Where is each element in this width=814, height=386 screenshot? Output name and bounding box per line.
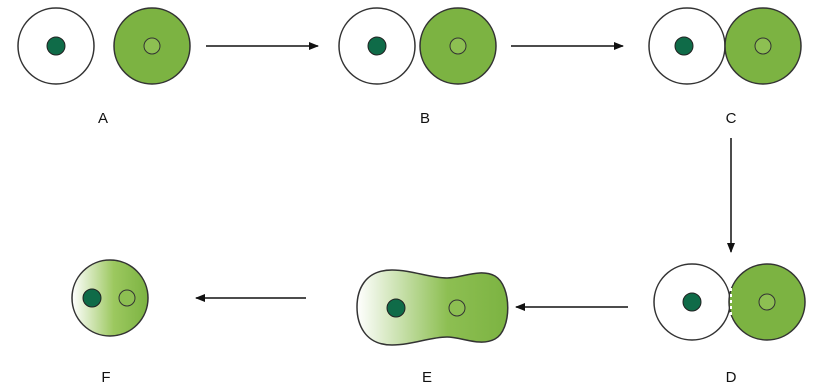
dark-nucleus: [82, 288, 102, 308]
stage-e: E: [356, 269, 509, 386]
stage-d: D: [653, 263, 806, 386]
stage-b: B: [338, 7, 497, 127]
step-label-b: B: [420, 110, 430, 127]
light-nucleus: [143, 37, 161, 55]
step-label-f: F: [101, 369, 110, 386]
step-label-c: C: [726, 110, 737, 127]
light-nucleus: [754, 37, 772, 55]
dark-nucleus: [674, 36, 694, 56]
light-nucleus: [448, 299, 466, 317]
dark-nucleus: [367, 36, 387, 56]
stage-c: C: [648, 7, 802, 127]
step-label-a: A: [98, 110, 108, 127]
dark-nucleus: [46, 36, 66, 56]
fused-cell: [356, 269, 509, 346]
stage-f: F: [71, 259, 149, 386]
dark-nucleus: [682, 292, 702, 312]
dark-nucleus: [386, 298, 406, 318]
step-label-d: D: [726, 369, 737, 386]
step-label-e: E: [422, 369, 432, 386]
light-nucleus: [118, 289, 136, 307]
stage-a: A: [17, 7, 191, 127]
light-nucleus: [758, 293, 776, 311]
fused-cell: [71, 259, 149, 337]
light-nucleus: [449, 37, 467, 55]
